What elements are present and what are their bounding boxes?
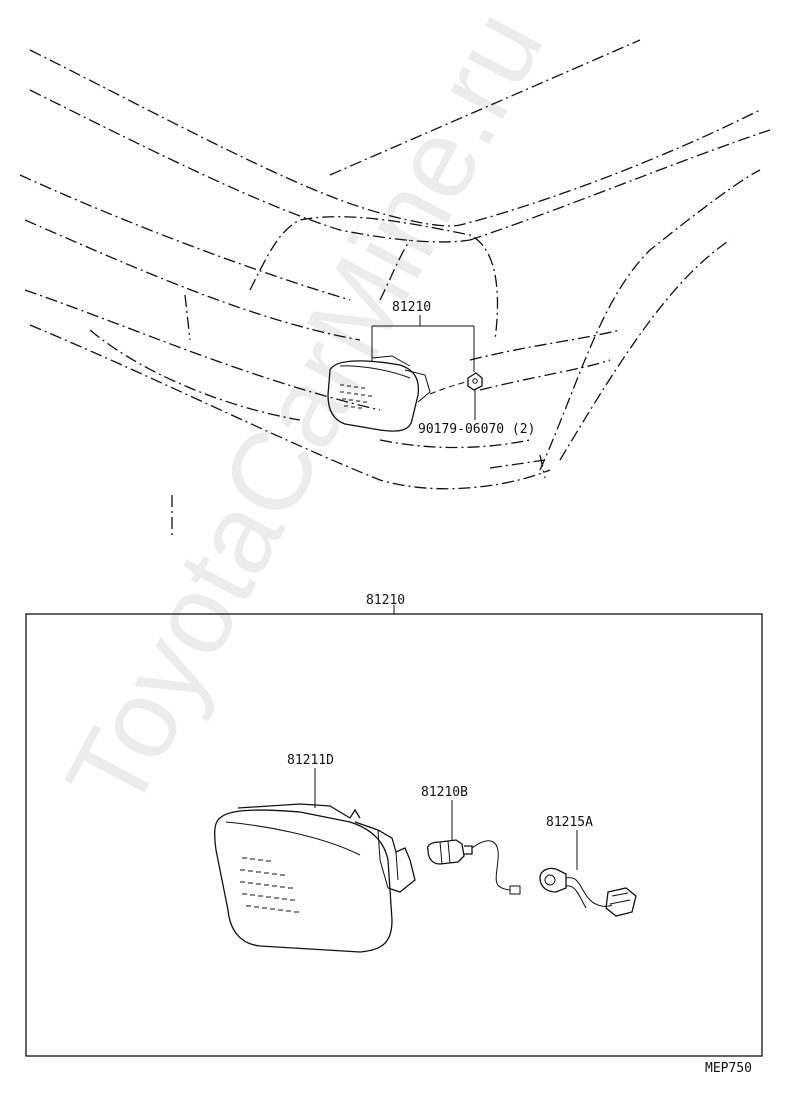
socket-part — [539, 867, 637, 917]
detail-box — [25, 605, 763, 1057]
callout-screw: 90179-06070 (2) — [418, 422, 536, 437]
detail-leader-lines — [314, 768, 578, 870]
upper-leader-lines — [371, 315, 476, 420]
fog-lamp-installed — [327, 355, 431, 432]
callout-socket: 81215A — [546, 815, 593, 830]
callout-bulb: 81210B — [421, 785, 468, 800]
screw-part — [467, 372, 483, 391]
figure-code: MEP750 — [705, 1061, 752, 1076]
detail-box-title: 81210 — [366, 593, 406, 608]
callout-assembly-upper: 81210 — [392, 300, 432, 315]
callout-lamp-unit: 81211D — [287, 753, 334, 768]
fog-lamp-unit — [214, 803, 416, 953]
car-body-outline — [19, 39, 771, 535]
bulb-part — [426, 839, 521, 895]
